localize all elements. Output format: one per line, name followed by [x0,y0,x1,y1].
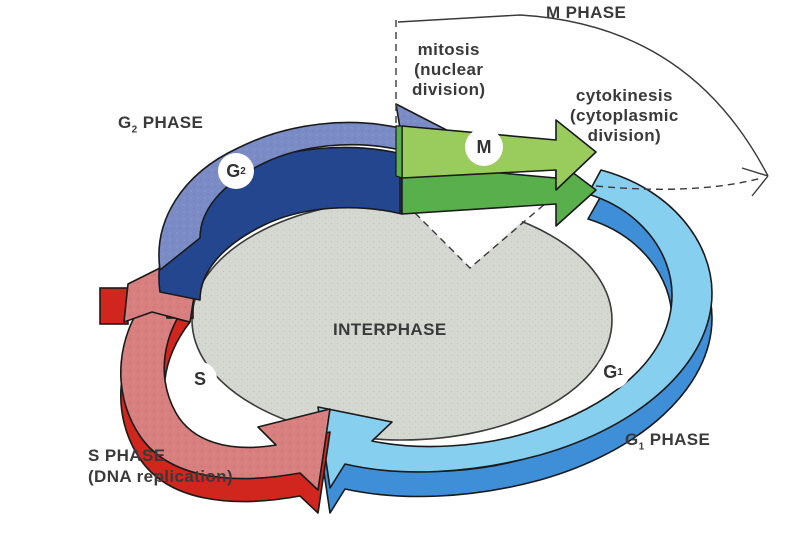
badge-g2-subscript: 2 [240,165,246,177]
s-phase-label: S PHASE (DNA replication) [88,445,233,488]
g2-phase-label: G2 PHASE [118,113,203,136]
g2-phase-label-rest: PHASE [137,113,204,132]
mitosis-label-line1: mitosis [417,40,480,59]
g1-phase-label: G1 PHASE [625,430,710,453]
g1-phase-label-subscript: 1 [638,441,645,453]
badge-s[interactable]: S [183,362,217,396]
cytokinesis-label-line3: division) [587,126,662,146]
badge-g1-letter: G [603,361,618,382]
badge-m-letter: M [476,136,492,157]
mitosis-label-line3: division) [412,80,486,100]
g2-phase-label-letter: G [118,113,132,132]
m-phase-bracket [395,14,769,197]
mitosis-label-line2: (nuclear [414,60,484,80]
phase-arrow-g1[interactable] [317,169,713,514]
g1-phase-label-rest: PHASE [644,430,711,449]
g2-phase-label-subscript: 2 [131,124,138,136]
badge-g1-subscript: 1 [617,366,623,378]
m-phase-label: M PHASE [546,3,627,22]
g1-phase-label-letter: G [625,430,639,449]
phase-arrow-s[interactable] [99,267,331,514]
interphase-label: INTERPHASE [333,320,447,339]
cytokinesis-label-line1: cytokinesis [575,86,673,105]
badge-m[interactable]: M [465,128,503,166]
s-phase-label-line1: S PHASE [88,446,166,465]
badge-s-letter: S [193,368,206,389]
cytokinesis-label-line2: (cytoplasmic [570,106,679,126]
badge-g2-letter: G [226,160,241,181]
s-phase-label-line2: (DNA replication) [88,467,234,487]
